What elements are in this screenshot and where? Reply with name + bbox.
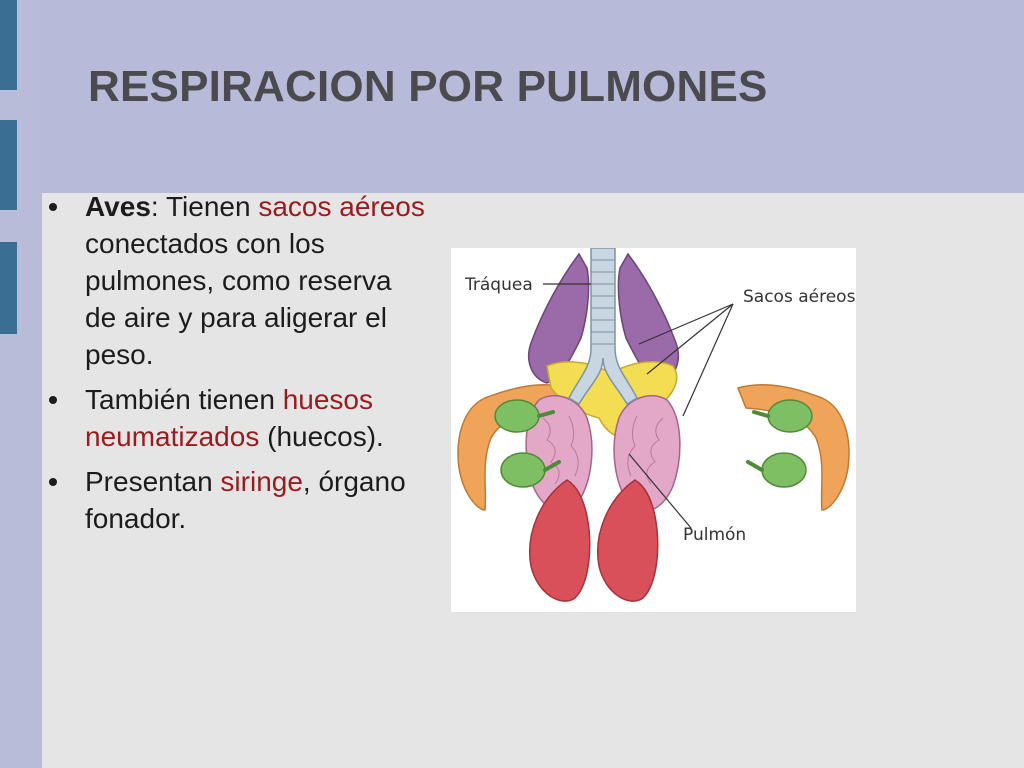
bullet-siringe: Presentan siringe, órgano fonador. (48, 463, 428, 537)
air-sac-green-lower-left (500, 452, 546, 488)
label-lung: Pulmón (683, 525, 746, 545)
bullet-text: (huecos). (259, 421, 384, 452)
air-sac-abdominal-right (597, 479, 659, 602)
accent-bar-lower (0, 242, 17, 334)
bullet-dot-icon (49, 203, 57, 211)
air-sac-green-upper-right (767, 399, 813, 433)
bullet-aves: Aves: Tienen sacos aéreos conectados con… (48, 188, 428, 373)
bullet-huesos: También tienen huesos neumatizados (huec… (48, 381, 428, 455)
accent-bar-top (0, 0, 17, 90)
air-sac-abdominal-left (529, 479, 591, 602)
leader-line-air-sac-3 (682, 303, 734, 417)
label-trachea: Tráquea (464, 275, 533, 295)
bullet-highlight: huesos neumatizados (85, 384, 373, 452)
bird-respiratory-figure: Tráquea Sacos aéreos Pulmón (451, 248, 856, 612)
bullet-text: , órgano fonador. (85, 466, 406, 534)
bullet-text: conectados con los pulmones, como reserv… (85, 228, 392, 370)
leader-line-lung (628, 453, 692, 529)
bullet-list: Aves: Tienen sacos aéreos conectados con… (48, 188, 428, 545)
accent-bar-middle (0, 120, 17, 210)
bullet-highlight: siringe (220, 466, 303, 497)
bullet-separator: : (150, 191, 166, 222)
bullet-highlight: sacos aéreos (258, 191, 425, 222)
air-sac-cervical-left (527, 252, 590, 384)
bullet-text: Presentan (85, 466, 221, 497)
air-sac-green-upper-left (494, 399, 540, 433)
label-air-sacs: Sacos aéreos (743, 287, 856, 307)
air-sac-green-lower-right (761, 452, 807, 488)
leader-line-air-sac-2 (646, 303, 734, 375)
bullet-text: También tienen (85, 384, 283, 415)
leader-line-air-sac-1 (638, 303, 734, 345)
bullet-dot-icon (49, 396, 57, 404)
bird-respiratory-diagram: Tráquea Sacos aéreos Pulmón (457, 248, 856, 602)
bullet-text: Tienen (165, 191, 259, 222)
bullet-lead: Aves (85, 191, 151, 222)
left-band (0, 0, 42, 768)
trachea (568, 248, 638, 406)
bullet-dot-icon (49, 478, 57, 486)
slide-title: RESPIRACION POR PULMONES (88, 62, 768, 111)
